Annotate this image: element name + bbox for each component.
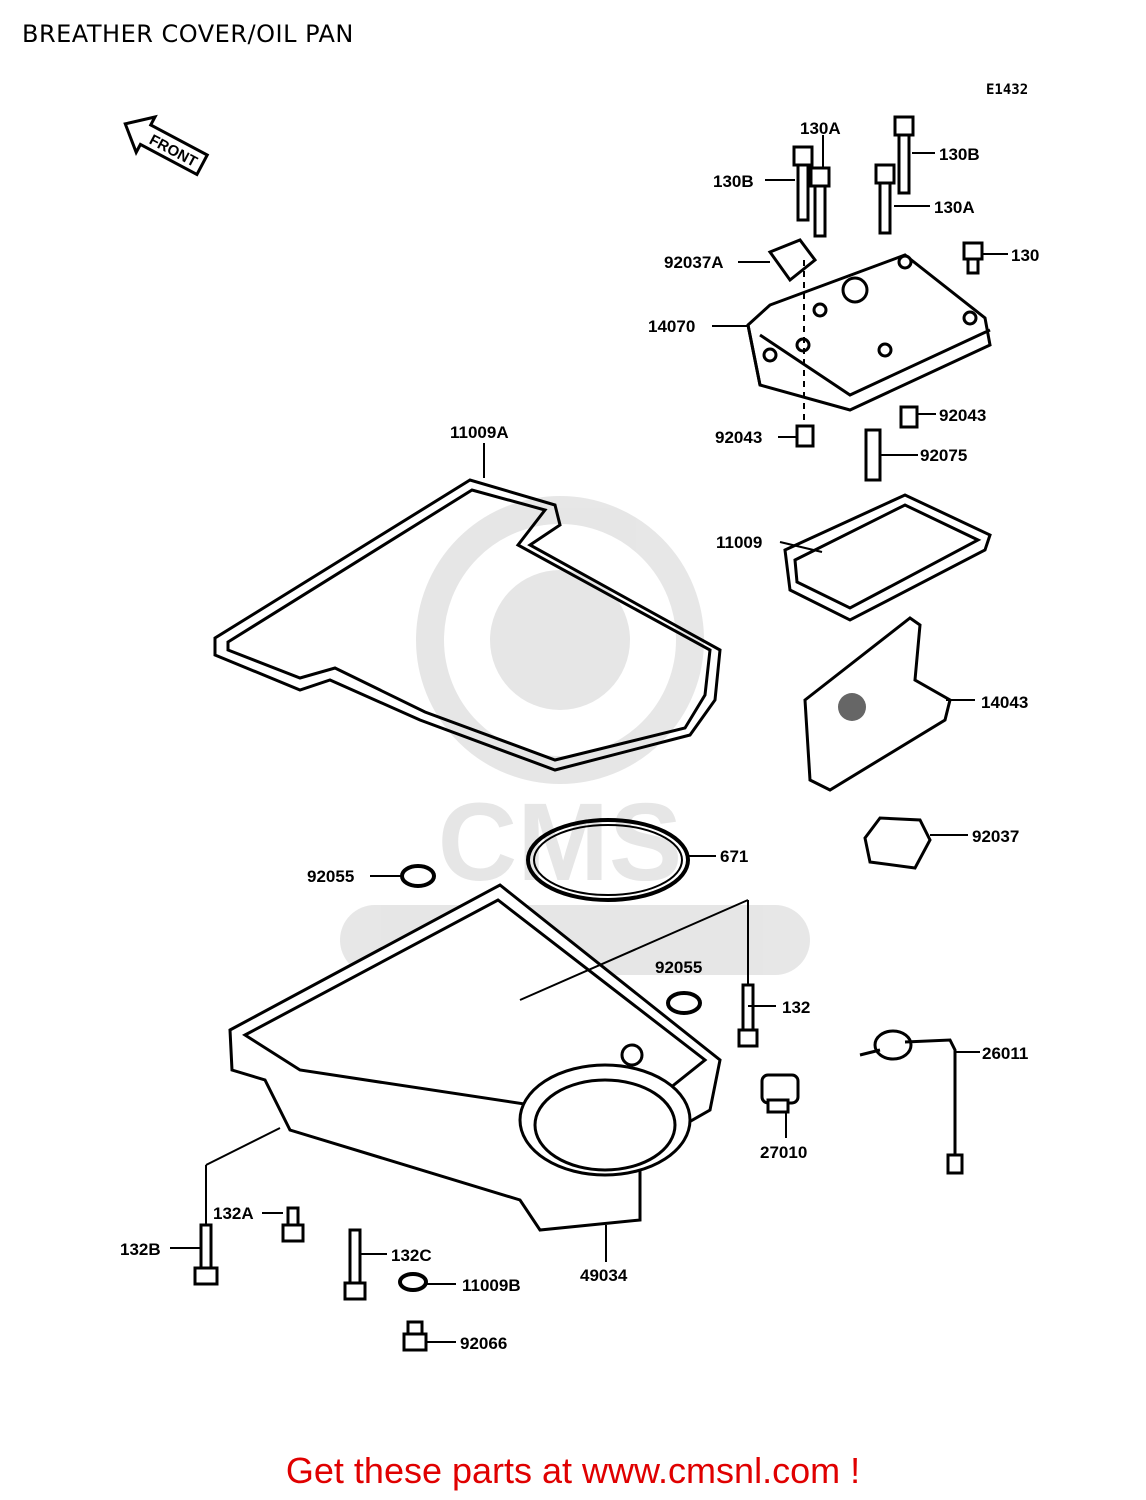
footer-link-text[interactable]: Get these parts at www.cmsnl.com ! <box>285 1450 861 1491</box>
label-11009B: 11009B <box>462 1276 521 1295</box>
clamp-92037 <box>863 816 932 870</box>
label-130: 130 <box>1011 246 1039 265</box>
label-671: 671 <box>720 847 748 866</box>
label-14043: 14043 <box>981 693 1028 712</box>
clamp-92037A <box>767 238 818 283</box>
gasket-11009 <box>783 493 992 622</box>
label-92043-right: 92043 <box>939 406 986 425</box>
plug-92066 <box>402 1320 428 1352</box>
bolt-130A-top <box>809 166 831 238</box>
pipe-92075 <box>864 428 882 482</box>
leader-lines <box>170 135 1008 1343</box>
label-26011: 26011 <box>982 1044 1028 1063</box>
breather-cover-14070 <box>746 253 992 412</box>
label-11009: 11009 <box>716 533 762 552</box>
label-132C: 132C <box>391 1246 432 1265</box>
pipe-26011 <box>859 1029 964 1175</box>
watermark-text: CMS <box>438 781 682 904</box>
strainer-14043 <box>803 616 952 792</box>
label-130B-right: 130B <box>939 145 980 164</box>
label-92066: 92066 <box>460 1334 507 1353</box>
label-92055-left: 92055 <box>307 867 354 886</box>
label-130A-top: 130A <box>800 119 841 138</box>
seal-92055-left <box>400 864 436 888</box>
bolt-130 <box>962 241 984 275</box>
label-49034: 49034 <box>580 1266 628 1285</box>
bolt-132A <box>281 1206 305 1243</box>
gasket-11009A <box>213 478 722 772</box>
label-14070: 14070 <box>648 317 695 336</box>
label-11009A: 11009A <box>450 423 509 442</box>
label-92037A: 92037A <box>664 253 724 272</box>
bolt-130B-left <box>792 145 814 222</box>
grommet-92043-left <box>795 424 815 448</box>
bolt-130A-right <box>874 163 896 235</box>
label-27010: 27010 <box>760 1143 807 1162</box>
o-ring-671 <box>526 818 690 902</box>
bolt-132B <box>193 1223 219 1286</box>
bolt-132 <box>737 983 759 1048</box>
label-132A: 132A <box>213 1204 254 1223</box>
label-132B: 132B <box>120 1240 161 1259</box>
watermark-logo: CMS <box>340 496 810 975</box>
washer-11009B <box>398 1272 428 1292</box>
bolt-130B-right <box>893 115 915 195</box>
oil-pan-49034 <box>228 883 722 1232</box>
parts-diagram: CMS FRONT <box>120 114 1039 1353</box>
label-130B-left: 130B <box>713 172 754 191</box>
footer-link[interactable]: Get these parts at www.cmsnl.com ! <box>0 1450 1146 1492</box>
front-arrow-icon: FRONT <box>123 114 210 177</box>
label-92037: 92037 <box>972 827 1019 846</box>
switch-27010 <box>760 1073 800 1114</box>
grommet-92043-right <box>899 405 919 429</box>
label-92075: 92075 <box>920 446 967 465</box>
label-92055-right: 92055 <box>655 958 702 977</box>
diagram-code: E1432 <box>986 82 1029 98</box>
label-132: 132 <box>782 998 810 1017</box>
page-title: BREATHER COVER/OIL PAN <box>22 20 354 48</box>
label-92043-left: 92043 <box>715 428 762 447</box>
seal-92055-right <box>666 991 702 1015</box>
bolt-132C <box>343 1228 367 1301</box>
label-130A-right: 130A <box>934 198 975 217</box>
